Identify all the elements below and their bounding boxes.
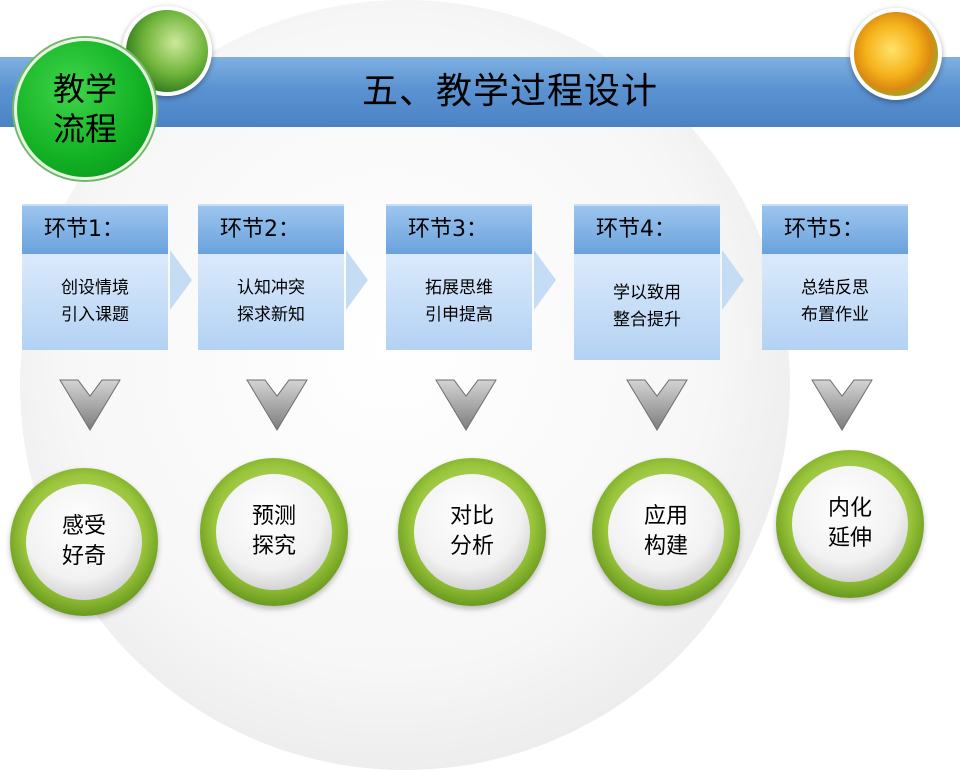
outcome-3: 对比 分析	[398, 458, 546, 606]
outcome-5-line-1: 内化	[827, 496, 872, 521]
page-title: 五、教学过程设计	[361, 71, 658, 112]
outcome-4-line-2: 构建	[643, 534, 688, 559]
outcome-1-line-1: 感受	[61, 514, 106, 539]
chevron-down-icon	[811, 379, 873, 431]
badge-line-2: 流程	[52, 110, 117, 148]
arrow-right-icon	[534, 250, 556, 310]
outcome-5: 内化 延伸	[776, 450, 924, 598]
outcome-1-line-2: 好奇	[61, 544, 106, 569]
flow-badge: 教学 流程	[14, 38, 156, 180]
outcome-2: 预测 探究	[200, 458, 348, 606]
arrow-right-icon	[722, 250, 744, 310]
step-4-head: 环节4：	[574, 204, 720, 254]
outcome-5-line-2: 延伸	[827, 526, 872, 551]
step-1-body: 创设情境 引入课题	[22, 254, 168, 350]
chevron-down-icon	[626, 379, 688, 431]
outcome-1: 感受 好奇	[10, 468, 158, 616]
step-5-body: 总结反思 布置作业	[762, 254, 908, 350]
step-3: 环节3： 拓展思维 引申提高	[386, 204, 532, 350]
chevron-down-icon	[246, 379, 308, 431]
step-5-line-1: 总结反思	[801, 278, 869, 298]
outcome-4-line-1: 应用	[643, 504, 688, 529]
flower-photo-icon	[850, 8, 942, 100]
step-4: 环节4： 学以致用 整合提升	[574, 204, 720, 360]
step-1-line-1: 创设情境	[61, 278, 129, 298]
step-1: 环节1： 创设情境 引入课题	[22, 204, 168, 350]
step-5-line-2: 布置作业	[801, 305, 869, 325]
step-3-line-1: 拓展思维	[425, 278, 493, 298]
step-1-head: 环节1：	[22, 204, 168, 254]
step-5: 环节5： 总结反思 布置作业	[762, 204, 908, 350]
step-4-line-2: 整合提升	[613, 310, 681, 330]
step-3-head: 环节3：	[386, 204, 532, 254]
outcome-4: 应用 构建	[592, 458, 740, 606]
chevron-down-icon	[59, 379, 121, 431]
outcome-2-line-1: 预测	[251, 504, 296, 529]
step-3-body: 拓展思维 引申提高	[386, 254, 532, 350]
arrow-right-icon	[346, 250, 368, 310]
step-5-head: 环节5：	[762, 204, 908, 254]
outcome-3-line-2: 分析	[449, 534, 494, 559]
step-2-head: 环节2：	[198, 204, 344, 254]
step-4-line-1: 学以致用	[613, 283, 681, 303]
arrow-right-icon	[170, 250, 192, 310]
step-2-line-1: 认知冲突	[237, 278, 305, 298]
step-2: 环节2： 认知冲突 探求新知	[198, 204, 344, 350]
step-2-body: 认知冲突 探求新知	[198, 254, 344, 350]
step-2-line-2: 探求新知	[237, 305, 305, 325]
step-3-line-2: 引申提高	[425, 305, 493, 325]
badge-line-1: 教学	[52, 70, 117, 108]
outcome-3-line-1: 对比	[449, 504, 494, 529]
step-4-body: 学以致用 整合提升	[574, 254, 720, 360]
outcome-2-line-2: 探究	[251, 534, 296, 559]
chevron-down-icon	[435, 379, 497, 431]
step-1-line-2: 引入课题	[61, 305, 129, 325]
